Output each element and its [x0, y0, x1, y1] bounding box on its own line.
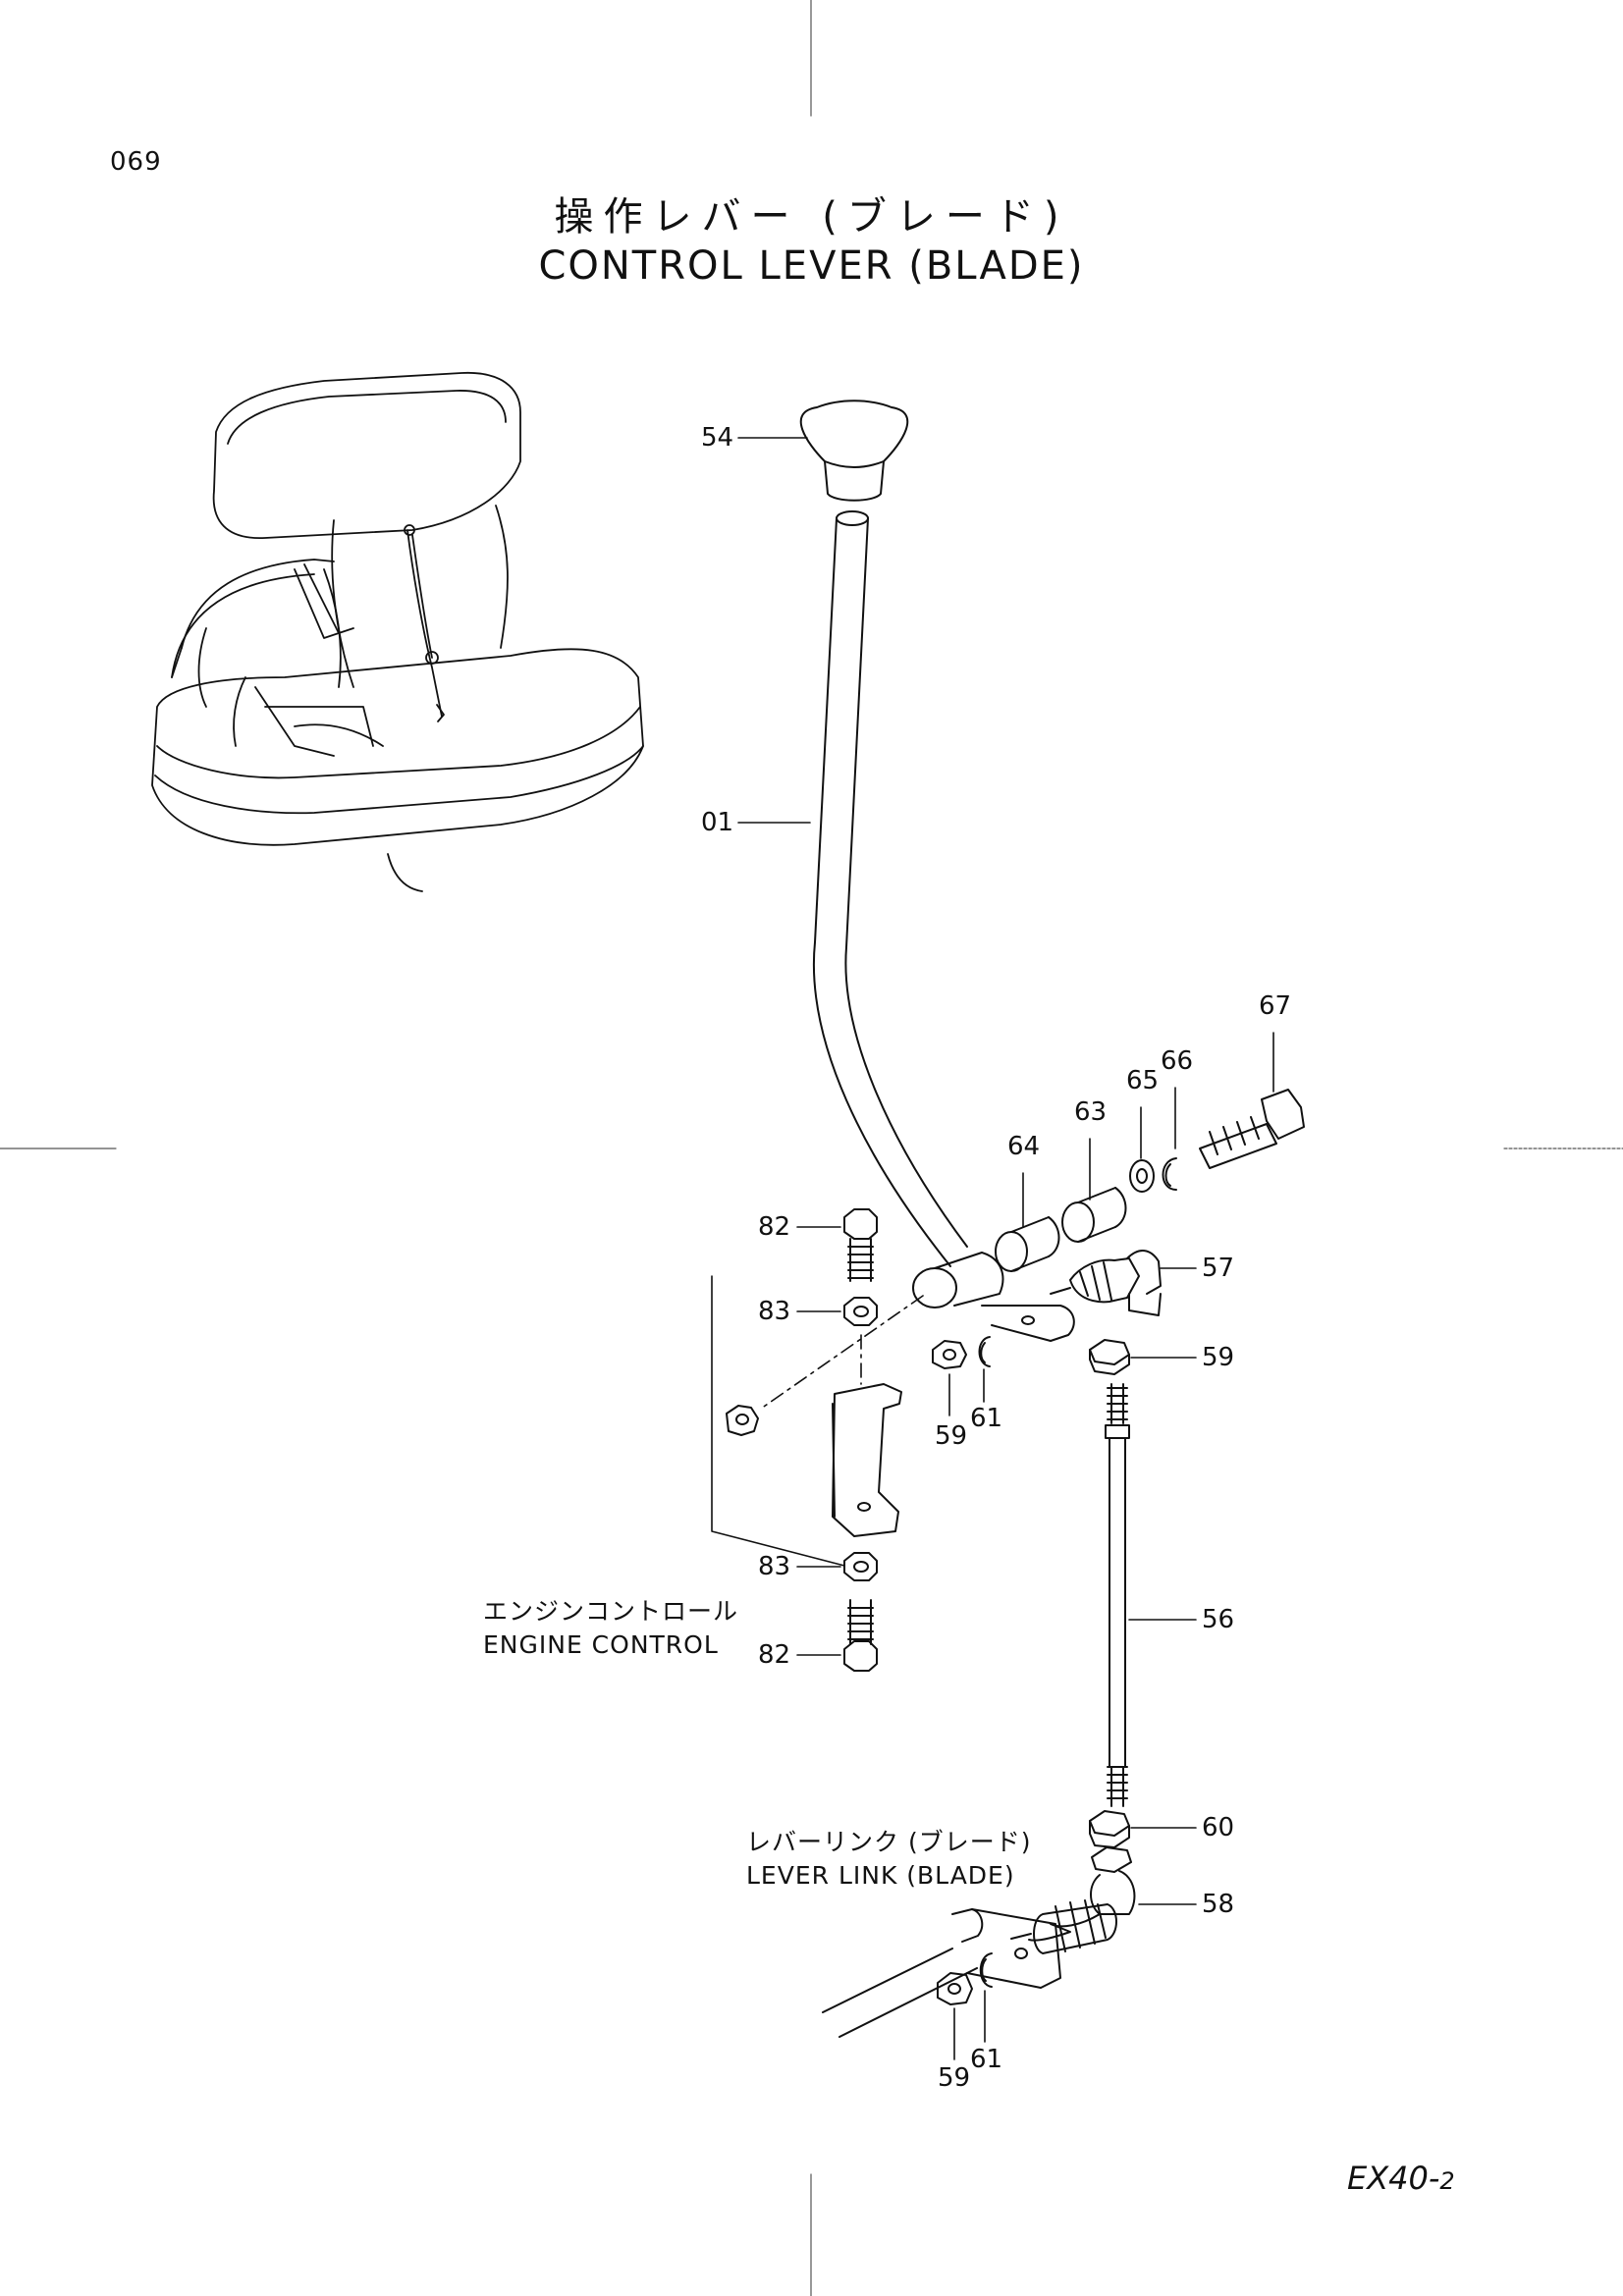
nut-part-59-center — [932, 1340, 967, 1369]
washer-part-65 — [1129, 1159, 1155, 1193]
nut-part-83-bottom — [843, 1552, 878, 1581]
callout-67: 67 — [1259, 991, 1292, 1021]
callout-58: 58 — [1202, 1890, 1235, 1919]
nut-part-59-bottom — [937, 1972, 973, 2005]
ball-joint-part-57 — [1050, 1250, 1162, 1316]
model-code-suffix: 2 — [1439, 2167, 1455, 2195]
lever-link-label: レバーリンク (ブレード) LEVER LINK (BLADE) — [746, 1826, 1031, 1893]
nut-part-83-top — [843, 1297, 878, 1326]
callout-54: 54 — [701, 423, 734, 453]
machine-overview-illustration — [151, 372, 644, 892]
nut-engine-control — [726, 1405, 759, 1436]
ball-joint-part-58 — [1010, 1846, 1136, 1954]
assembly-lines — [711, 1275, 924, 1567]
callout-82-bottom: 82 — [758, 1640, 791, 1670]
callout-65: 65 — [1126, 1066, 1160, 1095]
engine-control-label-jp: エンジンコントロール — [483, 1597, 739, 1626]
callout-01: 01 — [701, 808, 734, 837]
lever-link-label-jp: レバーリンク (ブレード) — [746, 1828, 1032, 1856]
callout-83-top: 83 — [758, 1297, 791, 1326]
knob-part-54 — [799, 400, 909, 502]
model-code: EX40-2 — [1347, 2160, 1455, 2197]
callout-83-bottom: 83 — [758, 1552, 791, 1581]
callout-61-center: 61 — [970, 1404, 1003, 1433]
callout-57: 57 — [1202, 1254, 1235, 1283]
callout-56: 56 — [1202, 1605, 1235, 1634]
callout-61-bottom: 61 — [970, 2045, 1003, 2074]
bushing-part-63 — [1061, 1187, 1127, 1243]
callout-60: 60 — [1202, 1813, 1235, 1842]
page-title-english: CONTROL LEVER (BLADE) — [538, 243, 1085, 289]
callout-59-center: 59 — [935, 1421, 968, 1451]
bolt-part-82-top — [843, 1208, 878, 1282]
page-title-japanese: 操作レバー (ブレード) — [554, 194, 1069, 240]
bracket — [832, 1383, 902, 1537]
page-number: 069 — [110, 147, 162, 177]
leader-lines — [737, 437, 1274, 2060]
bolt-part-67 — [1199, 1089, 1305, 1169]
clip-part-61-bottom — [979, 1952, 993, 1988]
engine-control-label: エンジンコントロール ENGINE CONTROL — [483, 1595, 738, 1662]
callout-82-top: 82 — [758, 1212, 791, 1242]
lever-part-01 — [813, 510, 968, 1267]
engine-control-label-en: ENGINE CONTROL — [483, 1630, 719, 1659]
callout-59-bottom: 59 — [938, 2063, 971, 2093]
rod-part-56 — [1105, 1383, 1130, 1807]
lever-link-shaft — [822, 1908, 1061, 2038]
callout-59-right: 59 — [1202, 1343, 1235, 1372]
lock-washer-part-66 — [1162, 1157, 1177, 1191]
callout-66: 66 — [1161, 1046, 1194, 1076]
callout-63: 63 — [1074, 1097, 1108, 1127]
nut-part-59-right — [1089, 1339, 1130, 1375]
model-code-main: EX40- — [1347, 2160, 1440, 2197]
bushing-part-64 — [995, 1216, 1060, 1272]
nut-part-60 — [1089, 1810, 1130, 1848]
lever-link-label-en: LEVER LINK (BLADE) — [746, 1861, 1015, 1890]
clip-part-61-center — [978, 1336, 991, 1367]
bolt-part-82-bottom — [843, 1599, 878, 1672]
lever-boss — [912, 1252, 1075, 1342]
callout-64: 64 — [1007, 1132, 1041, 1161]
